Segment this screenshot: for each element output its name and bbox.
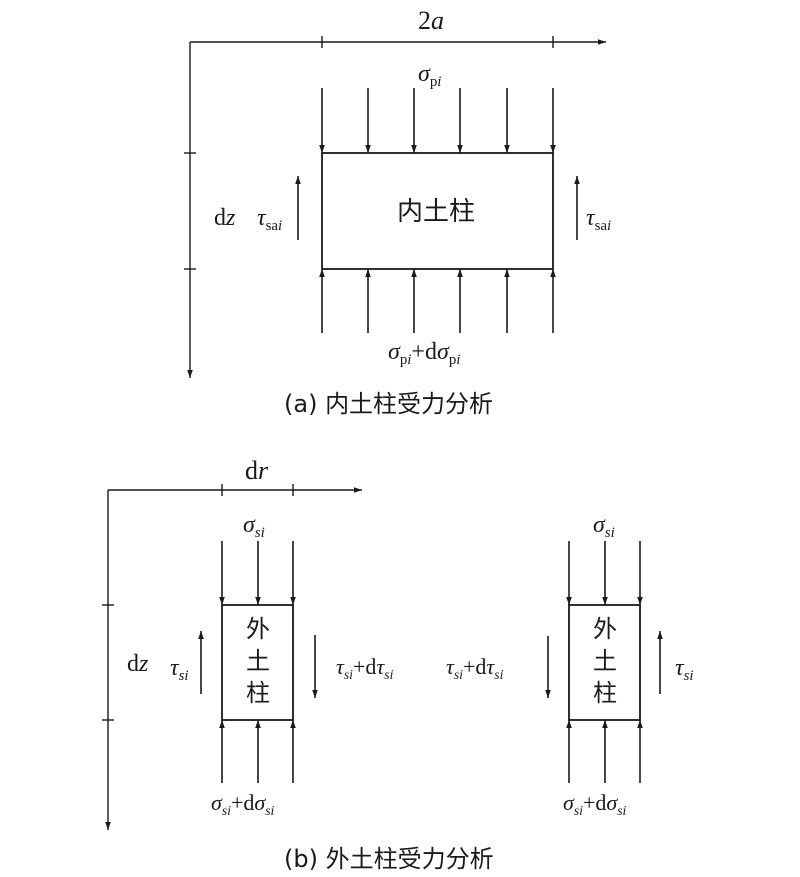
box-char: 外	[246, 615, 270, 643]
caption-b: (b) 外土柱受力分析	[284, 845, 494, 873]
panel-b-right-bottom-arrows	[566, 720, 643, 783]
outer-column-label-right: 外 土 柱	[593, 617, 617, 705]
box-char: 土	[246, 647, 270, 675]
outer-column-label-left: 外 土 柱	[246, 617, 270, 705]
sigma-si-bottom-left-label: σsi+dσsi	[211, 790, 275, 818]
panel-a-axes	[184, 36, 606, 378]
panel-a-top-arrows	[319, 88, 556, 153]
tau-si-right-label: τsi	[675, 655, 694, 685]
tau-si-plus-dtau-left-label: τsi+dτsi	[336, 654, 394, 682]
panel-b-right-top-arrows	[566, 541, 643, 605]
panel-b-left-top-arrows	[219, 541, 296, 605]
box-char: 柱	[246, 679, 270, 707]
box-char: 外	[593, 615, 617, 643]
caption-a: (a) 内土柱受力分析	[284, 390, 494, 418]
box-char: 柱	[593, 679, 617, 707]
sigma-si-top-left-label: σsi	[243, 512, 265, 542]
dim-dr-label: dr	[245, 456, 269, 485]
panel-a-bottom-arrows	[319, 269, 556, 333]
inner-column-box	[321, 152, 554, 270]
dz-label-a: dz	[214, 205, 236, 231]
tau-sai-left-label: τsai	[257, 205, 283, 235]
dz-label-b: dz	[127, 651, 149, 677]
dim-2a-label: 2a	[418, 6, 444, 35]
sigma-pi-bottom-label: σpi+dσpi	[388, 339, 461, 369]
panel-b-left-bottom-arrows	[219, 720, 296, 783]
tau-sai-right-label: τsai	[586, 205, 612, 235]
panel-b-axes	[102, 484, 362, 830]
tau-si-plus-dtau-right-label: τsi+dτsi	[446, 654, 504, 682]
box-char: 土	[593, 647, 617, 675]
sigma-si-top-right-label: σsi	[593, 512, 615, 542]
inner-column-label: 内土柱	[397, 197, 476, 227]
tau-si-left-label: τsi	[170, 655, 189, 685]
sigma-pi-top-label: σpi	[418, 61, 442, 91]
sigma-si-bottom-right-label: σsi+dσsi	[563, 790, 627, 818]
